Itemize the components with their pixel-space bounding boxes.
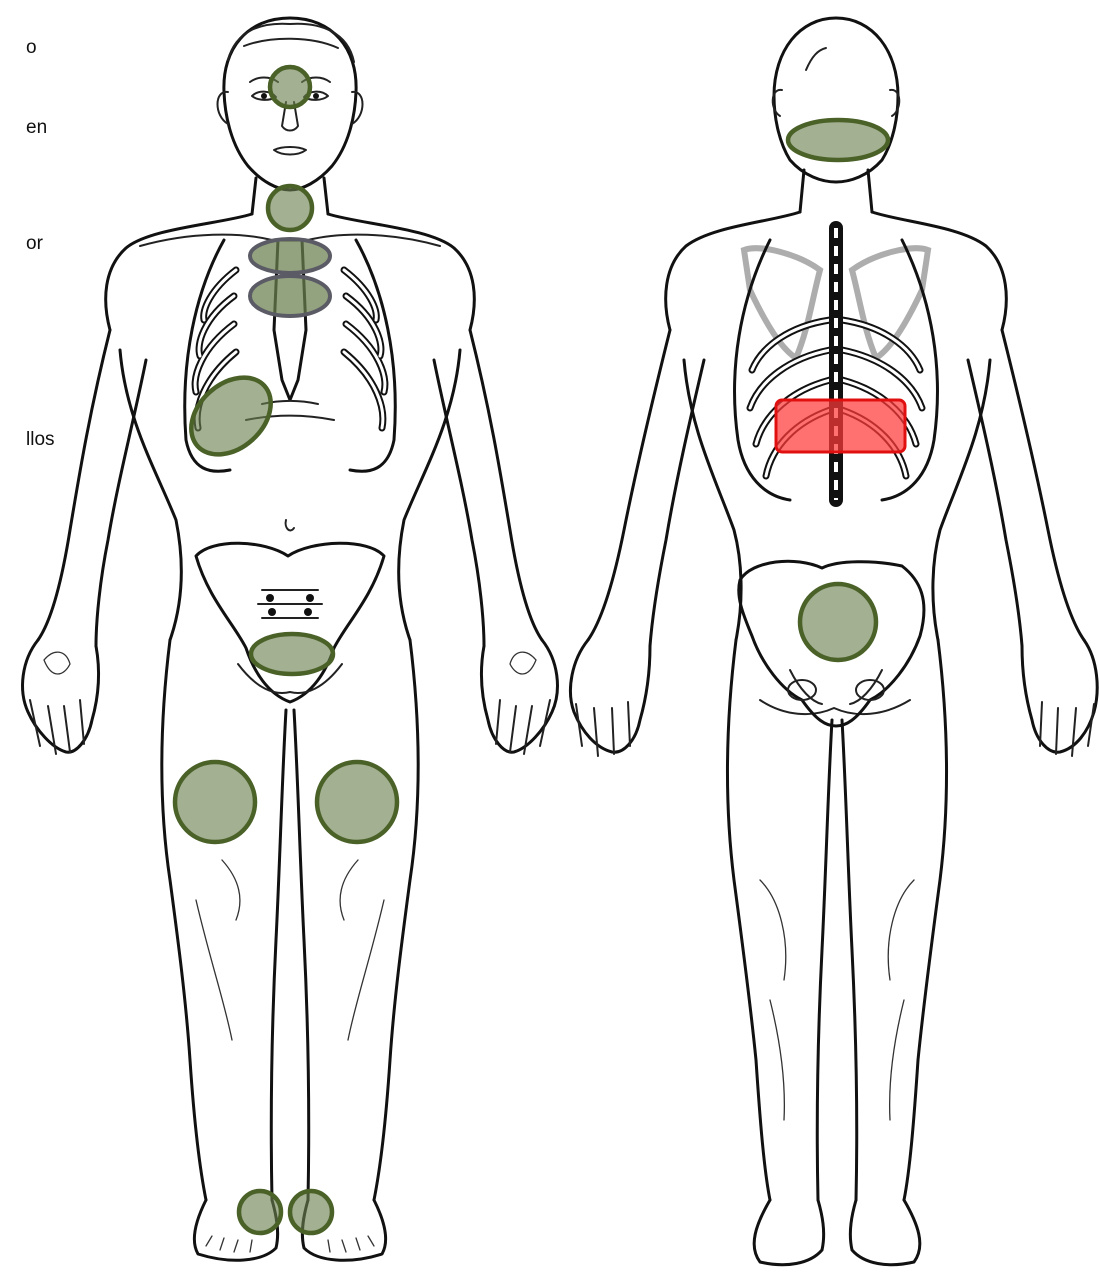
pelvis-marker[interactable] (251, 634, 333, 674)
back-ribcage (735, 228, 938, 500)
marker-layer (175, 67, 905, 1233)
right-ankle-marker[interactable] (239, 1191, 281, 1233)
lower-back-marker[interactable] (776, 400, 905, 452)
throat-marker[interactable] (268, 186, 312, 230)
sacrum-marker[interactable] (800, 584, 876, 660)
sternum-marker[interactable] (250, 276, 330, 316)
left-ankle-marker[interactable] (290, 1191, 332, 1233)
upper-chest-marker[interactable] (250, 239, 330, 273)
right-knee-marker[interactable] (175, 762, 255, 842)
neck-back-marker[interactable] (788, 120, 888, 160)
forehead-marker[interactable] (270, 67, 310, 107)
left-knee-marker[interactable] (317, 762, 397, 842)
front-pelvis (196, 543, 384, 702)
